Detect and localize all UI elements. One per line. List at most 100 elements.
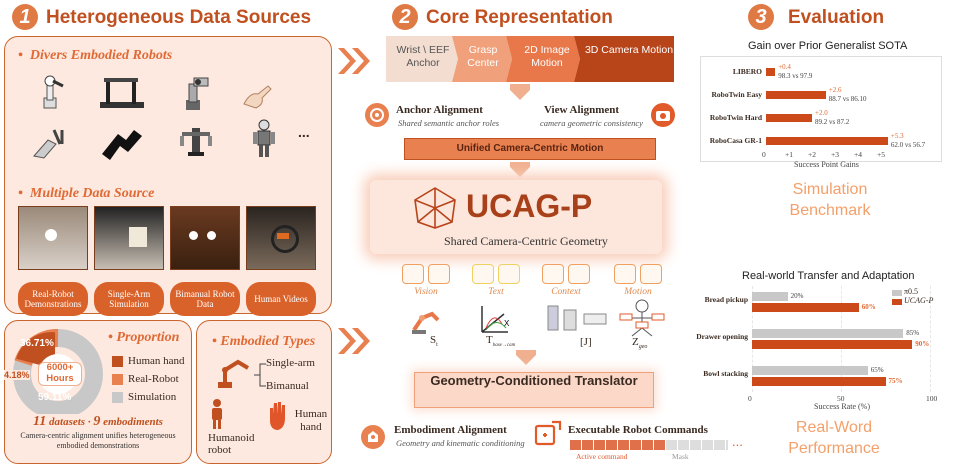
legend-swatch-ucag [892,299,902,305]
source-pill-real-robot: Real-Robot Demonstrations [18,282,88,316]
modality-motion: Motion [624,287,652,297]
tile-3d-camera-motion: 3D Camera Motion [584,44,674,56]
unified-motion-bar: Unified Camera-Centric Motion [404,138,656,160]
polyhedron-icon [414,187,456,229]
humanoid-type-icon [212,399,222,429]
tile-wrist-anchor: Wrist \ EEF Anchor [396,44,450,69]
view-alignment-title: View Alignment [544,104,620,116]
human-hand-icon [243,85,272,109]
anchor-alignment-title: Anchor Alignment [396,104,483,116]
chart2-value-label: 75% [888,377,903,385]
source-pill-human-videos: Human Videos [246,282,316,316]
chart2-title: Real-world Transfer and Adaptation [742,270,915,282]
ucag-model-box [370,180,662,254]
active-command-bar [570,440,666,450]
modality-text: Text [488,287,504,297]
single-arm-sim-photo [94,206,164,270]
type-humanoid: Humanoid robot [208,432,255,457]
anchor-alignment-sub: Shared semantic anchor roles [398,118,500,128]
down-arrow-2-icon [510,162,530,177]
legend-human-hand: Human hand [128,355,185,367]
proportion-heading: • Proportion [108,330,180,345]
gripper-robot-icon [33,129,64,159]
robots-ellipsis: ... [298,124,310,140]
sources-heading: • Multiple Data Source [18,186,155,201]
chart2-bar [752,340,913,349]
model-subtitle: Shared Camera-Centric Geometry [444,234,608,248]
representation-tiles [386,36,674,82]
robot-arm-type-icon [218,359,250,388]
symbol-j: [J] [580,336,592,348]
humanoid-robot-icon [253,119,275,157]
motion-token-2 [640,264,662,284]
legend-simulation: Simulation [128,391,177,403]
embodiment-alignment-title: Embodiment Alignment [394,424,507,436]
pie-center-label: 6000+Hours [38,362,82,386]
chart2-tick-label: 0 [748,394,752,403]
mask-label: Mask [672,452,689,461]
type-single-arm: Single-arm [266,357,315,369]
chart2-value-label: 20% [790,292,804,300]
model-name: UCAG-P [466,188,593,224]
embodiment-icon [361,425,385,449]
chart2-bar [752,303,859,312]
robot-arm-icon [43,75,64,109]
legend-swatch-real-robot [112,374,123,385]
motion-token-1 [614,264,636,284]
flow-chevron-top-icon [338,48,370,74]
collab-robot-icon [186,77,209,110]
camera-icon [651,103,675,127]
bimanual-robot-icon [180,128,212,156]
human-hand-type-icon [270,402,285,430]
down-arrow-icon [510,84,530,100]
active-command-label: Active command [576,452,628,461]
proportion-caption: Camera-centric alignment unifies heterog… [20,431,176,450]
chart1-frame [700,56,942,162]
chart2-value-label: 60% [861,303,876,311]
chart2-category-label: Bread pickup [704,295,748,304]
black-gripper-icon [102,130,142,160]
pct-real-robot: 4.18% [4,370,30,380]
vision-token-1 [402,264,424,284]
anchor-target-icon [365,103,389,127]
chart2-gridline [841,286,842,392]
legend-swatch-human-hand [112,356,123,367]
section-1-title: Heterogeneous Data Sources [46,7,312,28]
chart2-bar [752,366,868,375]
axes-icon: X [481,306,510,333]
text-token-2 [498,264,520,284]
embodied-types-heading: • Embodied Types [212,334,316,349]
legend-swatch-pi05 [892,290,902,296]
section-2-number: 2 [392,4,418,30]
flow-chevron-bottom-icon [338,328,370,354]
chart2-gridline [752,286,753,392]
exec-commands-title: Executable Robot Commands [568,424,708,436]
legend-swatch-simulation [112,392,123,403]
section-1-number: 1 [12,4,38,30]
type-human-hand: Human hand [294,408,328,433]
section-3-title: Evaluation [788,7,885,28]
chart2-bar [752,292,788,301]
legend-ucag: UCAG-P [904,296,934,305]
chart1-title: Gain over Prior Generalist SOTA [748,40,908,52]
chart2-category-label: Bowl stacking [703,369,748,378]
tile-grasp-center: Grasp Center [467,44,499,69]
embodied-types-panel [196,320,332,464]
section-3-number: 3 [748,4,774,30]
datasets-summary: 11 datasets · 9 embodiments [33,414,163,429]
mask-bar [666,440,728,450]
vision-token-2 [428,264,450,284]
modality-context: Context [551,287,581,297]
context-token-2 [568,264,590,284]
symbol-z: Zgeo [632,336,648,351]
chart2-value-label: 65% [870,366,884,374]
symbol-t: Tbase→cam [486,334,516,349]
chart2-bar [752,377,886,386]
down-arrow-3-icon [516,350,536,365]
legend-pi05: π0.5 [904,287,919,296]
chart2-bar [752,329,904,338]
svg-text:X: X [504,319,510,328]
pct-human-hand: 36.71% [20,338,54,349]
